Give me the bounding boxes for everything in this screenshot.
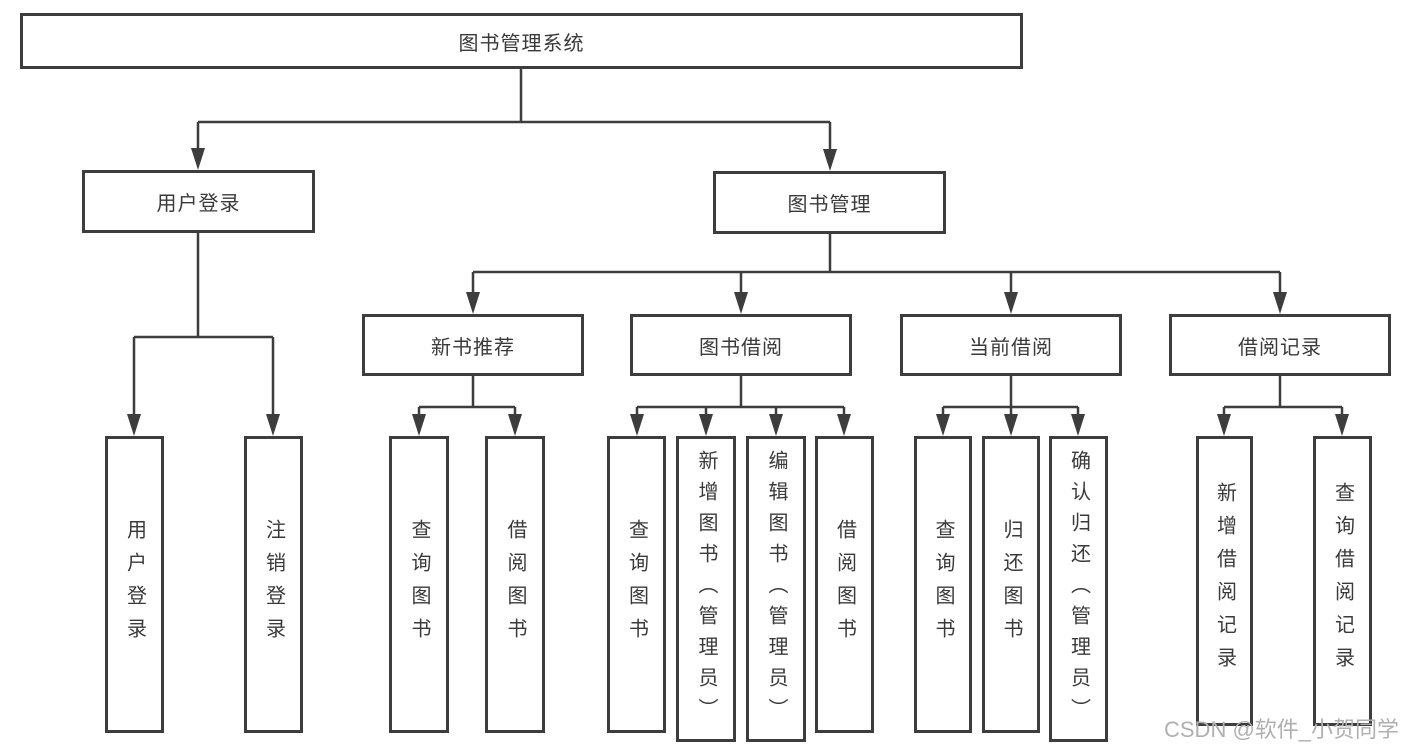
leaf-query-books-current: 查询图书: [914, 436, 972, 733]
node-book-borrow-label: 图书借阅: [699, 336, 783, 359]
node-new-books-label: 新书推荐: [431, 336, 515, 359]
connector-book-borrow-children: [635, 376, 846, 418]
node-book-mgmt-label: 图书管理: [787, 194, 872, 216]
node-user-login-label: 用户登录: [156, 193, 241, 215]
leaf-query-borrow-record: 查询借阅记录: [1313, 436, 1372, 726]
arrow-icon: [1335, 414, 1349, 436]
leaf-borrow-books-borrow: 借阅图书: [815, 436, 874, 733]
connector-new-books-children: [417, 376, 517, 418]
arrow-icon: [1004, 414, 1018, 436]
connector-borrow-records-children: [1222, 376, 1344, 418]
leaf-query-books-current-label: 查询图书: [932, 518, 954, 651]
leaf-user-login: 用户登录: [105, 436, 164, 733]
node-book-mgmt: 图书管理: [713, 171, 946, 234]
arrow-icon: [699, 414, 713, 436]
node-root: 图书管理系统: [20, 13, 1023, 69]
leaf-add-book-admin-label: 新增图书（管理员）: [695, 449, 717, 729]
leaf-confirm-return-admin: 确认归还（管理员）: [1049, 436, 1108, 742]
node-new-books: 新书推荐: [362, 314, 584, 376]
leaf-return-book: 归还图书: [982, 436, 1040, 733]
leaf-query-books-newbooks-label: 查询图书: [408, 518, 430, 651]
leaf-borrow-books-newbooks: 借阅图书: [485, 436, 545, 733]
arrow-icon: [266, 414, 280, 436]
arrow-icon: [837, 414, 851, 436]
arrow-icon: [466, 292, 480, 314]
arrow-icon: [1004, 292, 1018, 314]
leaf-query-borrow-record-label: 查询借阅记录: [1331, 482, 1354, 680]
leaf-query-books-borrow-label: 查询图书: [625, 518, 648, 651]
leaf-borrow-books-borrow-label: 借阅图书: [833, 518, 856, 651]
leaf-add-borrow-record-label: 新增借阅记录: [1213, 482, 1236, 680]
connector-root-to-level1: [196, 69, 832, 153]
arrow-icon: [1071, 414, 1085, 436]
leaf-edit-book-admin-label: 编辑图书（管理员）: [765, 449, 787, 729]
node-book-borrow: 图书借阅: [630, 314, 852, 376]
arrow-icon: [412, 414, 426, 436]
leaf-edit-book-admin: 编辑图书（管理员）: [746, 436, 806, 742]
arrow-icon: [191, 148, 205, 170]
leaf-confirm-return-admin-label: 确认归还（管理员）: [1067, 449, 1090, 729]
leaf-return-book-label: 归还图书: [1000, 518, 1022, 651]
node-user-login: 用户登录: [82, 170, 315, 233]
connector-paths: [132, 69, 1344, 418]
node-current-borrow-label: 当前借阅: [969, 336, 1053, 359]
connector-current-borrow-children: [941, 376, 1080, 418]
leaf-logout-label: 注销登录: [262, 518, 285, 651]
node-current-borrow: 当前借阅: [900, 314, 1122, 376]
leaf-logout: 注销登录: [244, 436, 303, 733]
arrow-icon: [630, 414, 644, 436]
connector-user-login-children: [132, 233, 275, 418]
arrow-icon: [127, 414, 141, 436]
leaf-borrow-books-newbooks-label: 借阅图书: [504, 518, 526, 651]
leaf-user-login-label: 用户登录: [123, 518, 146, 651]
leaf-add-book-admin: 新增图书（管理员）: [676, 436, 736, 742]
leaf-query-books-newbooks: 查询图书: [389, 436, 449, 733]
arrow-icon: [734, 292, 748, 314]
arrow-icon: [769, 414, 783, 436]
arrow-icon: [1273, 292, 1287, 314]
arrow-icon: [508, 414, 522, 436]
node-root-label: 图书管理系统: [458, 32, 585, 55]
node-borrow-records-label: 借阅记录: [1238, 336, 1322, 359]
arrow-icon: [1217, 414, 1231, 436]
leaf-query-books-borrow: 查询图书: [607, 436, 666, 733]
arrow-icon: [936, 414, 950, 436]
csdn-watermark: CSDN @软件_小贺同学: [1164, 717, 1400, 742]
arrowheads: [127, 148, 1349, 436]
leaf-add-borrow-record: 新增借阅记录: [1196, 436, 1253, 726]
node-borrow-records: 借阅记录: [1169, 314, 1391, 376]
arrow-icon: [823, 149, 837, 171]
connector-book-mgmt-sections: [471, 234, 1282, 296]
